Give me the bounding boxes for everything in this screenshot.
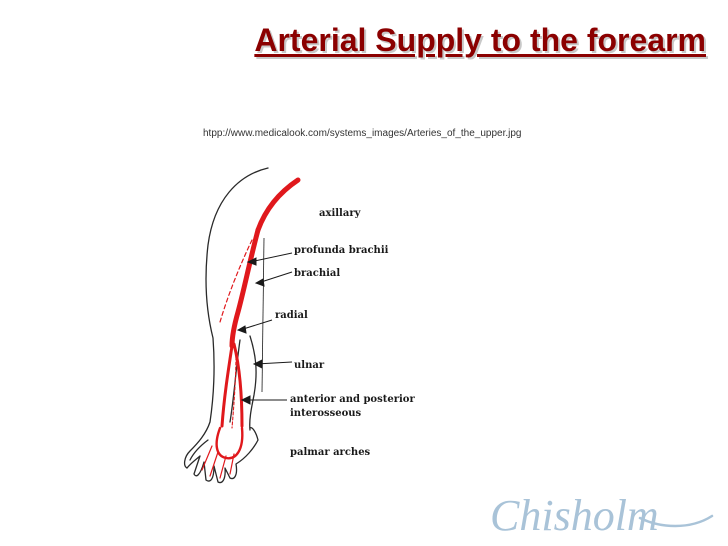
label-interosseous-line2: interosseous	[290, 408, 362, 419]
source-url: htpp://www.medicalook.com/systems_images…	[203, 128, 522, 139]
radial-artery	[220, 344, 234, 428]
label-ulnar: ulnar	[294, 360, 325, 371]
pointer-interosseous-arrowhead	[240, 395, 251, 405]
label-pointers	[236, 237, 293, 405]
chisholm-logo-swash	[638, 514, 714, 528]
pointer-profunda	[249, 252, 293, 263]
label-brachial: brachial	[294, 268, 340, 279]
label-interosseous-line1: anterior and posterior	[290, 394, 415, 405]
slide-title: Arterial Supply to the forearm	[254, 22, 706, 58]
pointer-leader-vertical	[261, 237, 265, 393]
pointer-profunda-arrowhead	[246, 257, 257, 266]
digital-artery-2	[209, 451, 219, 477]
digital-artery-4	[229, 453, 235, 475]
digital-artery-1	[201, 445, 213, 471]
pointer-brachial-arrowhead	[254, 278, 265, 287]
label-radial: radial	[275, 310, 308, 321]
label-palmar-arches: palmar arches	[290, 447, 371, 458]
profunda-brachii-artery	[219, 239, 253, 323]
interosseous-artery	[231, 351, 237, 429]
label-profunda-brachii: profunda brachii	[294, 245, 389, 256]
arteries	[201, 177, 301, 479]
chisholm-logo: Chisholm	[490, 491, 714, 540]
arm-outer-edge	[183, 167, 269, 469]
brachial-artery	[229, 227, 261, 349]
axillary-artery	[255, 177, 301, 233]
thumb-outline	[189, 439, 209, 461]
chisholm-logo-text: Chisholm	[490, 491, 659, 540]
digital-artery-3	[219, 455, 227, 479]
pointer-radial-arrowhead	[236, 325, 247, 334]
palmar-arch-artery	[215, 426, 244, 460]
hand-outline	[186, 426, 259, 484]
ulnar-artery	[232, 342, 244, 428]
label-axillary: axillary	[319, 208, 362, 219]
arm-inner-edge	[249, 335, 257, 431]
